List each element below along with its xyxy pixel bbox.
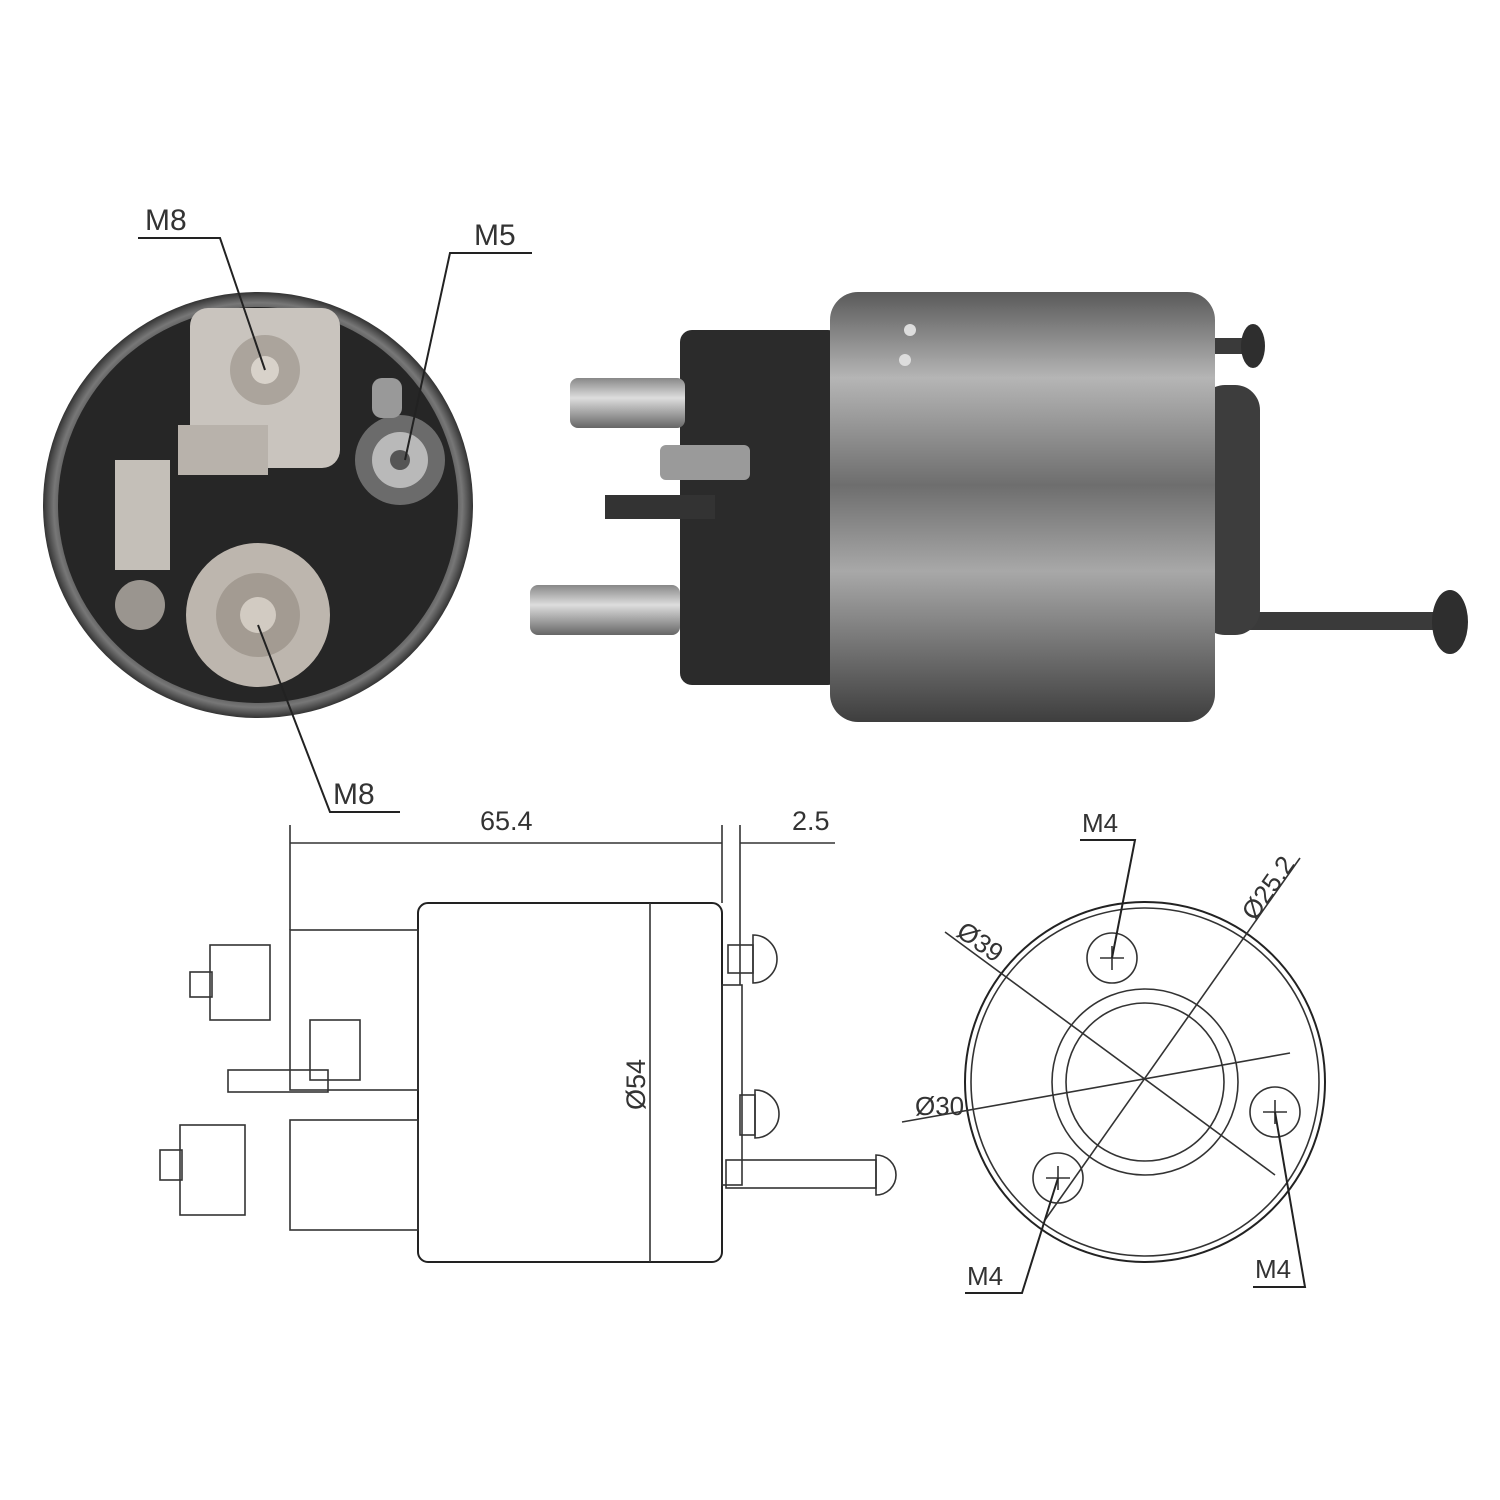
label-m8-bottom: M8 xyxy=(257,624,400,813)
label-m5: M5 xyxy=(404,219,532,461)
stud-bottom xyxy=(530,585,680,635)
dim-inner-diameter: Ø30 xyxy=(915,1091,964,1121)
dim-gap: 2.5 xyxy=(792,806,830,836)
label-m4-top: M4 xyxy=(1082,808,1118,838)
solenoid-body xyxy=(830,292,1215,722)
dim-diameter: Ø54 xyxy=(621,1059,651,1110)
stud-top xyxy=(570,378,685,428)
dim-length: 65.4 xyxy=(480,806,533,836)
end-view-photo xyxy=(43,292,473,718)
side-view-drawing: 65.4 2.5 Ø54 xyxy=(159,806,897,1263)
label-m8-top: M8 xyxy=(138,204,266,371)
label-m5-text: M5 xyxy=(474,219,516,252)
flange-view-drawing: Ø39 Ø25.2 Ø30 M4 M4 M4 xyxy=(901,808,1326,1294)
plastic-cap xyxy=(680,330,840,685)
dim-bolt-circle: Ø25.2 xyxy=(1235,850,1300,925)
side-view-photo xyxy=(530,292,1468,722)
label-m4-bottom-left: M4 xyxy=(967,1261,1003,1291)
label-m8-bottom-text: M8 xyxy=(333,778,375,811)
bracket xyxy=(115,460,170,570)
plunger-rod xyxy=(1225,612,1445,630)
dim-outer-diameter: Ø39 xyxy=(952,915,1009,968)
label-m8-top-text: M8 xyxy=(145,204,187,237)
label-m4-bottom-right: M4 xyxy=(1255,1254,1291,1284)
